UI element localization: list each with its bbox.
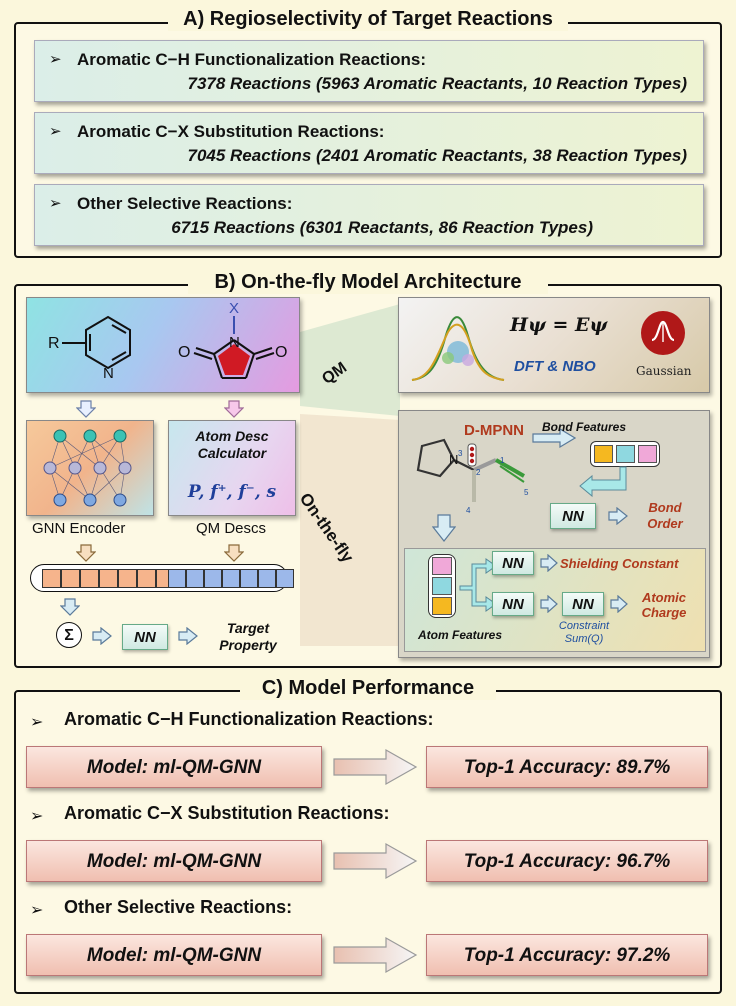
accuracy-box: Top-1 Accuracy: 97.2% [426,934,708,976]
pyridine-n-label: N [103,365,114,382]
accuracy-box: Top-1 Accuracy: 96.7% [426,840,708,882]
down-arrow-icon [76,544,96,562]
atom-number-1: 1 [500,456,505,465]
substituent-r-label: R [48,335,60,352]
branch-arrow-icon [459,558,497,612]
atom-desc-calculator-box [168,420,296,516]
right-arrow-icon [532,428,576,448]
constraint-label: Constraint Sum(Q) [558,620,610,645]
qm-feature-vector [168,569,294,588]
atom-feature-vector [428,554,456,618]
imide-n-label: N [229,334,240,351]
nn-block-shielding: NN [492,551,534,575]
bond-features-label: Bond Features [542,420,627,434]
down-arrow-icon [60,598,80,616]
pyridine-structure [62,315,131,370]
right-arrow-icon [333,842,418,880]
sum-icon: Σ [56,622,82,648]
nn-block-charge-2: NN [562,592,604,616]
reaction-stats: 7045 Reactions (2401 Aromatic Reactants,… [187,146,687,165]
right-arrow-icon [540,554,558,572]
wavefunction-icon [411,316,505,381]
atom-features-label: Atom Features [418,628,503,642]
target-property-label: Target Property [219,620,277,653]
qm-descs-label: QM Descs [196,520,267,537]
reaction-card-ch: ➢ Aromatic C−H Functionalization Reactio… [34,40,704,102]
bullet-arrow-icon: ➢ [30,808,44,825]
shielding-constant-label: Shielding Constant [560,556,679,571]
bullet-arrow-icon: ➢ [30,714,44,731]
bullet-arrow-icon: ➢ [49,195,62,212]
performance-title: Aromatic C−H Functionalization Reactions… [64,709,434,729]
atom-number-3: 3 [458,449,463,458]
right-arrow-icon [540,595,558,613]
right-arrow-icon [608,507,628,525]
down-arrow-icon [432,514,456,542]
model-box: Model: ml-QM-GNN [26,840,322,882]
right-arrow-icon [178,627,198,645]
bullet-arrow-icon: ➢ [49,123,62,140]
atom-number-5: 5 [524,488,529,497]
right-arrow-icon [333,748,418,786]
nn-block-charge-1: NN [492,592,534,616]
nn-block-main: NN [122,624,168,650]
section-b-title: B) On-the-fly Model Architecture [188,271,548,294]
reaction-title: Aromatic C−H Functionalization Reactions… [77,50,427,69]
carbonyl-o-right: O [275,344,288,361]
bullet-arrow-icon: ➢ [30,902,44,919]
reaction-card-other: ➢ Other Selective Reactions: 6715 Reacti… [34,184,704,246]
descriptor-symbols: P, f⁺, f⁻, s [187,482,277,502]
reaction-card-cx: ➢ Aromatic C−X Substitution Reactions: 7… [34,112,704,174]
right-arrow-icon [610,595,628,613]
dmpnn-label: D-MPNN [464,422,524,439]
carbonyl-o-left: O [178,344,191,361]
right-arrow-icon [92,627,112,645]
bullet-arrow-icon: ➢ [49,51,62,68]
schrodinger-equation: Hψ = Eψ [510,314,608,336]
down-arrow-icon [224,400,244,418]
atom-desc-calculator-label: Atom Desc Calculator [195,428,269,461]
reaction-stats: 6715 Reactions (6301 Reactants, 86 React… [171,218,593,237]
atomic-charge-label: Atomic Charge [641,590,687,620]
gaussian-logo-icon [641,311,685,355]
succinimide-structure [193,316,275,379]
atom-number-2: 2 [476,468,481,477]
bond-feature-vector [590,441,660,467]
model-box: Model: ml-QM-GNN [26,746,322,788]
connector-shading [300,304,400,646]
neural-network-icon [43,429,132,507]
pyrrolidine-n-label: N [449,452,459,467]
section-c-title: C) Model Performance [240,677,496,700]
reaction-stats: 7378 Reactions (5963 Aromatic Reactants,… [187,74,687,93]
gnn-encoder-label: GNN Encoder [32,520,126,537]
down-arrow-icon [224,544,244,562]
performance-title: Aromatic C−X Substitution Reactions: [64,803,390,823]
gnn-feature-vector [42,569,175,588]
model-box: Model: ml-QM-GNN [26,934,322,976]
molecule-graph-structure [416,438,525,502]
down-arrow-icon [76,400,96,418]
gaussian-label: Gaussian [636,364,692,378]
input-molecules-panel [26,297,300,393]
bond-order-label: Bond Order [647,500,683,531]
atom-number-4: 4 [466,506,471,515]
accuracy-box: Top-1 Accuracy: 89.7% [426,746,708,788]
performance-title: Other Selective Reactions: [64,897,293,917]
dft-nbo-label: DFT & NBO [514,358,596,375]
reaction-title: Aromatic C−X Substitution Reactions: [77,122,385,141]
bend-arrow-icon [579,466,627,498]
substituent-x-label: X [229,300,240,317]
right-arrow-icon [333,936,418,974]
reaction-title: Other Selective Reactions: [77,194,293,213]
nn-block-bond: NN [550,503,596,529]
section-a-title: A) Regioselectivity of Target Reactions [168,8,568,31]
